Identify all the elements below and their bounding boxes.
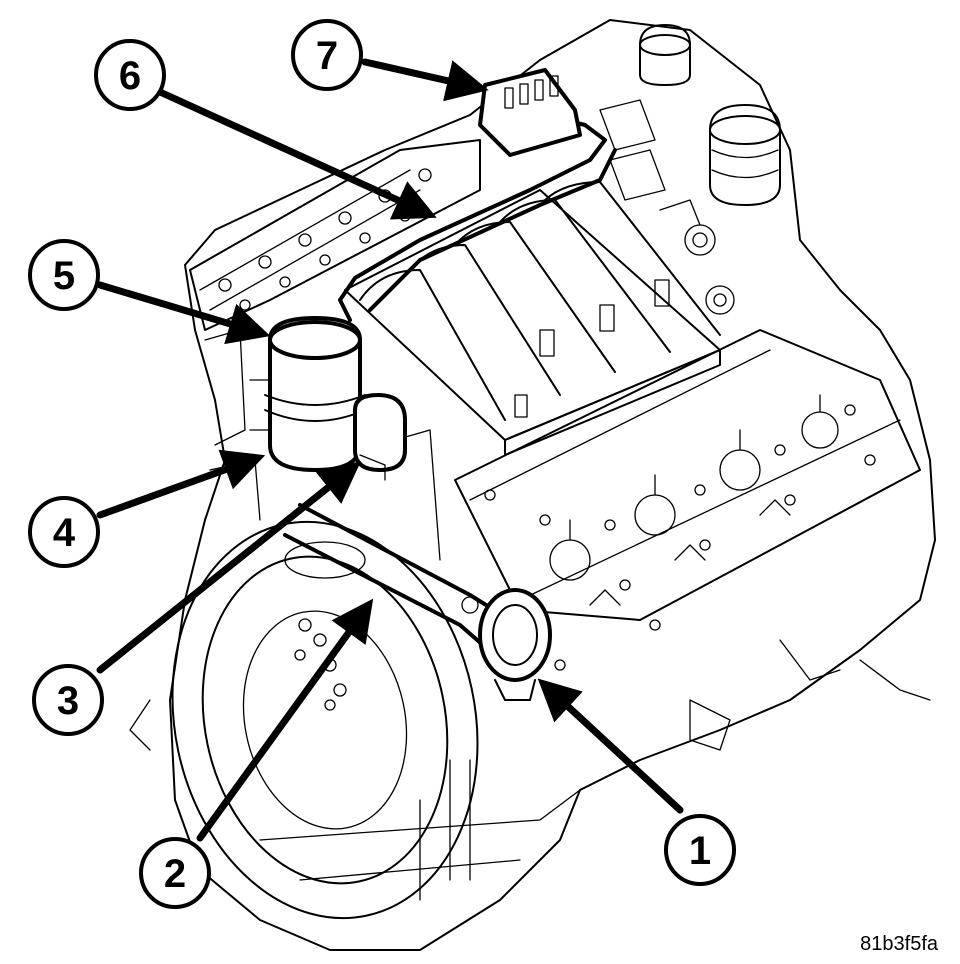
leader-lines <box>96 58 684 842</box>
oil-filter-housing <box>639 24 781 206</box>
head-bolts <box>484 404 876 671</box>
callout-1: 1 <box>664 814 736 886</box>
leader-7 <box>361 58 489 102</box>
callout-7-label: 7 <box>316 34 338 78</box>
callout-2: 2 <box>139 837 211 909</box>
leader-3 <box>96 461 361 674</box>
figure-id-label: 81b3f5fa <box>860 933 938 955</box>
leader-1 <box>537 678 684 814</box>
leader-6 <box>156 88 437 220</box>
callout-2-label: 2 <box>164 852 186 896</box>
valve-block <box>478 68 582 157</box>
upper-right-fittings <box>599 99 735 315</box>
leader-4 <box>96 449 266 519</box>
air-pump-assembly <box>249 316 407 481</box>
callouts: 1 2 3 4 5 6 7 <box>28 19 736 909</box>
callout-7: 7 <box>291 19 363 91</box>
callout-5-label: 5 <box>53 254 75 298</box>
air-supply-pipe <box>338 118 607 322</box>
callout-6: 6 <box>94 39 166 111</box>
intake-details <box>514 279 670 418</box>
callout-6-label: 6 <box>119 54 141 98</box>
callout-3: 3 <box>32 664 104 736</box>
callout-5: 5 <box>28 239 100 311</box>
engine-illustration <box>129 19 936 951</box>
callout-3-label: 3 <box>57 679 79 723</box>
coil-packs <box>549 394 839 606</box>
callout-4: 4 <box>28 496 100 568</box>
callout-4-label: 4 <box>53 511 76 555</box>
leader-5 <box>96 281 271 345</box>
valve-cover-bolts <box>218 168 432 311</box>
callout-1-label: 1 <box>689 829 711 873</box>
leader-2 <box>196 598 374 842</box>
check-valve <box>461 588 552 701</box>
